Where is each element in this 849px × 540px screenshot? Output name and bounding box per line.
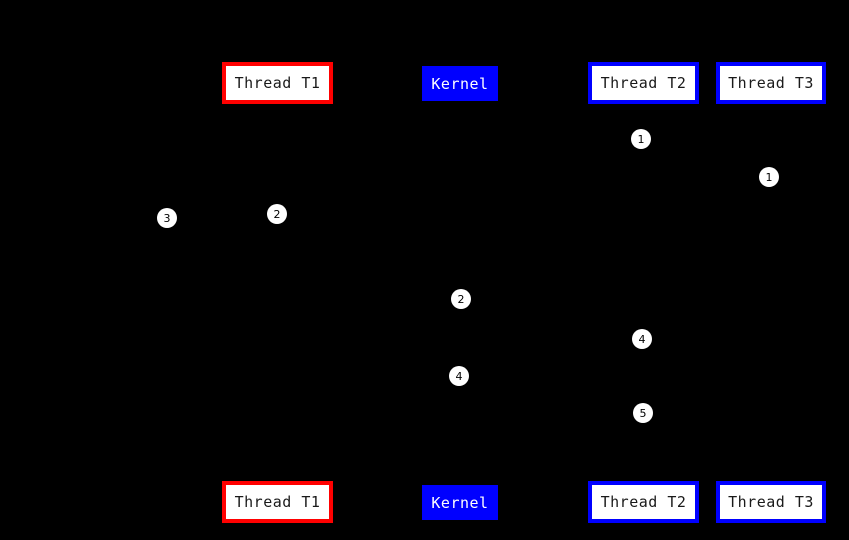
step-marker-label: 3 [163,211,171,225]
participant-header-thread-t1[interactable]: Thread T1 [222,62,333,104]
participant-footer-thread-t1[interactable]: Thread T1 [222,481,333,523]
participant-label: Thread T2 [600,493,687,511]
step-marker: 4 [632,329,652,349]
step-marker-label: 4 [638,332,646,346]
step-marker-label: 1 [637,132,645,146]
step-marker: 1 [631,129,651,149]
participant-header-thread-t2[interactable]: Thread T2 [588,62,699,104]
participant-footer-kernel[interactable]: Kernel [422,485,498,520]
participant-header-kernel[interactable]: Kernel [422,66,498,101]
participant-label: Thread T1 [234,493,321,511]
lifeline-thread-t3 [771,104,772,481]
participant-label: Thread T3 [728,493,814,511]
step-marker-label: 2 [457,292,465,306]
participant-label: Thread T1 [234,74,321,92]
lifeline-thread-t2 [643,104,644,481]
step-marker: 2 [267,204,287,224]
participant-label: Thread T2 [600,74,687,92]
participant-label: Kernel [431,74,489,93]
participant-footer-thread-t3[interactable]: Thread T3 [716,481,826,523]
step-marker: 4 [449,366,469,386]
step-marker-label: 5 [639,406,647,420]
participant-label: Thread T3 [728,74,814,92]
participant-header-thread-t3[interactable]: Thread T3 [716,62,826,104]
lifeline-thread-t1 [277,104,278,481]
step-marker-label: 1 [765,170,773,184]
step-marker-label: 4 [455,369,463,383]
step-marker: 2 [451,289,471,309]
participant-footer-thread-t2[interactable]: Thread T2 [588,481,699,523]
step-marker-label: 2 [273,207,281,221]
step-marker: 3 [157,208,177,228]
step-marker: 1 [759,167,779,187]
participant-label: Kernel [431,493,489,512]
step-marker: 5 [633,403,653,423]
